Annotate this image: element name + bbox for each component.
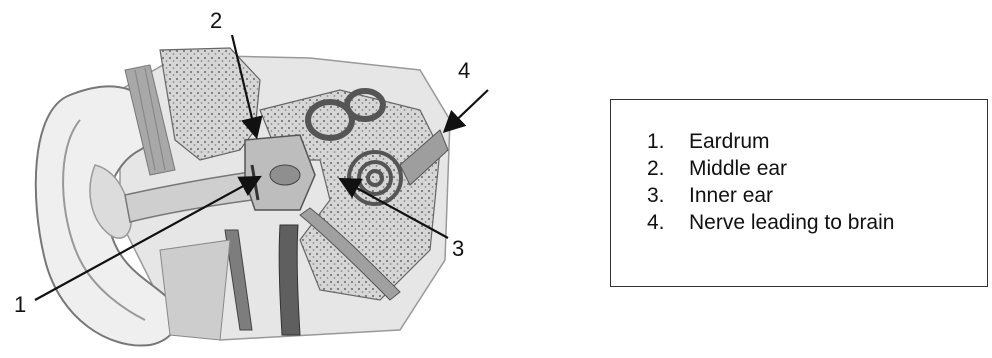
legend-item-text: Middle ear	[689, 157, 787, 180]
legend-item: 4.Nerve leading to brain	[647, 209, 894, 236]
legend-item-text: Eardrum	[689, 130, 770, 153]
legend-item: 1.Eardrum	[647, 128, 894, 155]
ear-cross-section-illustration	[0, 0, 560, 358]
legend-list: 1.Eardrum 2.Middle ear 3.Inner ear 4.Ner…	[647, 128, 894, 236]
callout-2: 2	[210, 8, 222, 34]
legend-item-number: 1.	[647, 128, 689, 155]
legend-box: 1.Eardrum 2.Middle ear 3.Inner ear 4.Ner…	[610, 99, 988, 287]
legend-item: 3.Inner ear	[647, 182, 894, 209]
legend-item-text: Inner ear	[689, 184, 773, 207]
vessel	[279, 225, 300, 335]
callout-1: 1	[14, 292, 26, 318]
legend-item-number: 4.	[647, 209, 689, 236]
arrow-4	[446, 90, 488, 130]
legend-item-text: Nerve leading to brain	[689, 211, 894, 234]
legend-item-number: 3.	[647, 182, 689, 209]
lower-tissue	[160, 240, 230, 340]
legend-item-number: 2.	[647, 155, 689, 182]
ossicles	[270, 165, 300, 185]
legend-item: 2.Middle ear	[647, 155, 894, 182]
callout-3: 3	[452, 236, 464, 262]
callout-4: 4	[458, 58, 470, 84]
